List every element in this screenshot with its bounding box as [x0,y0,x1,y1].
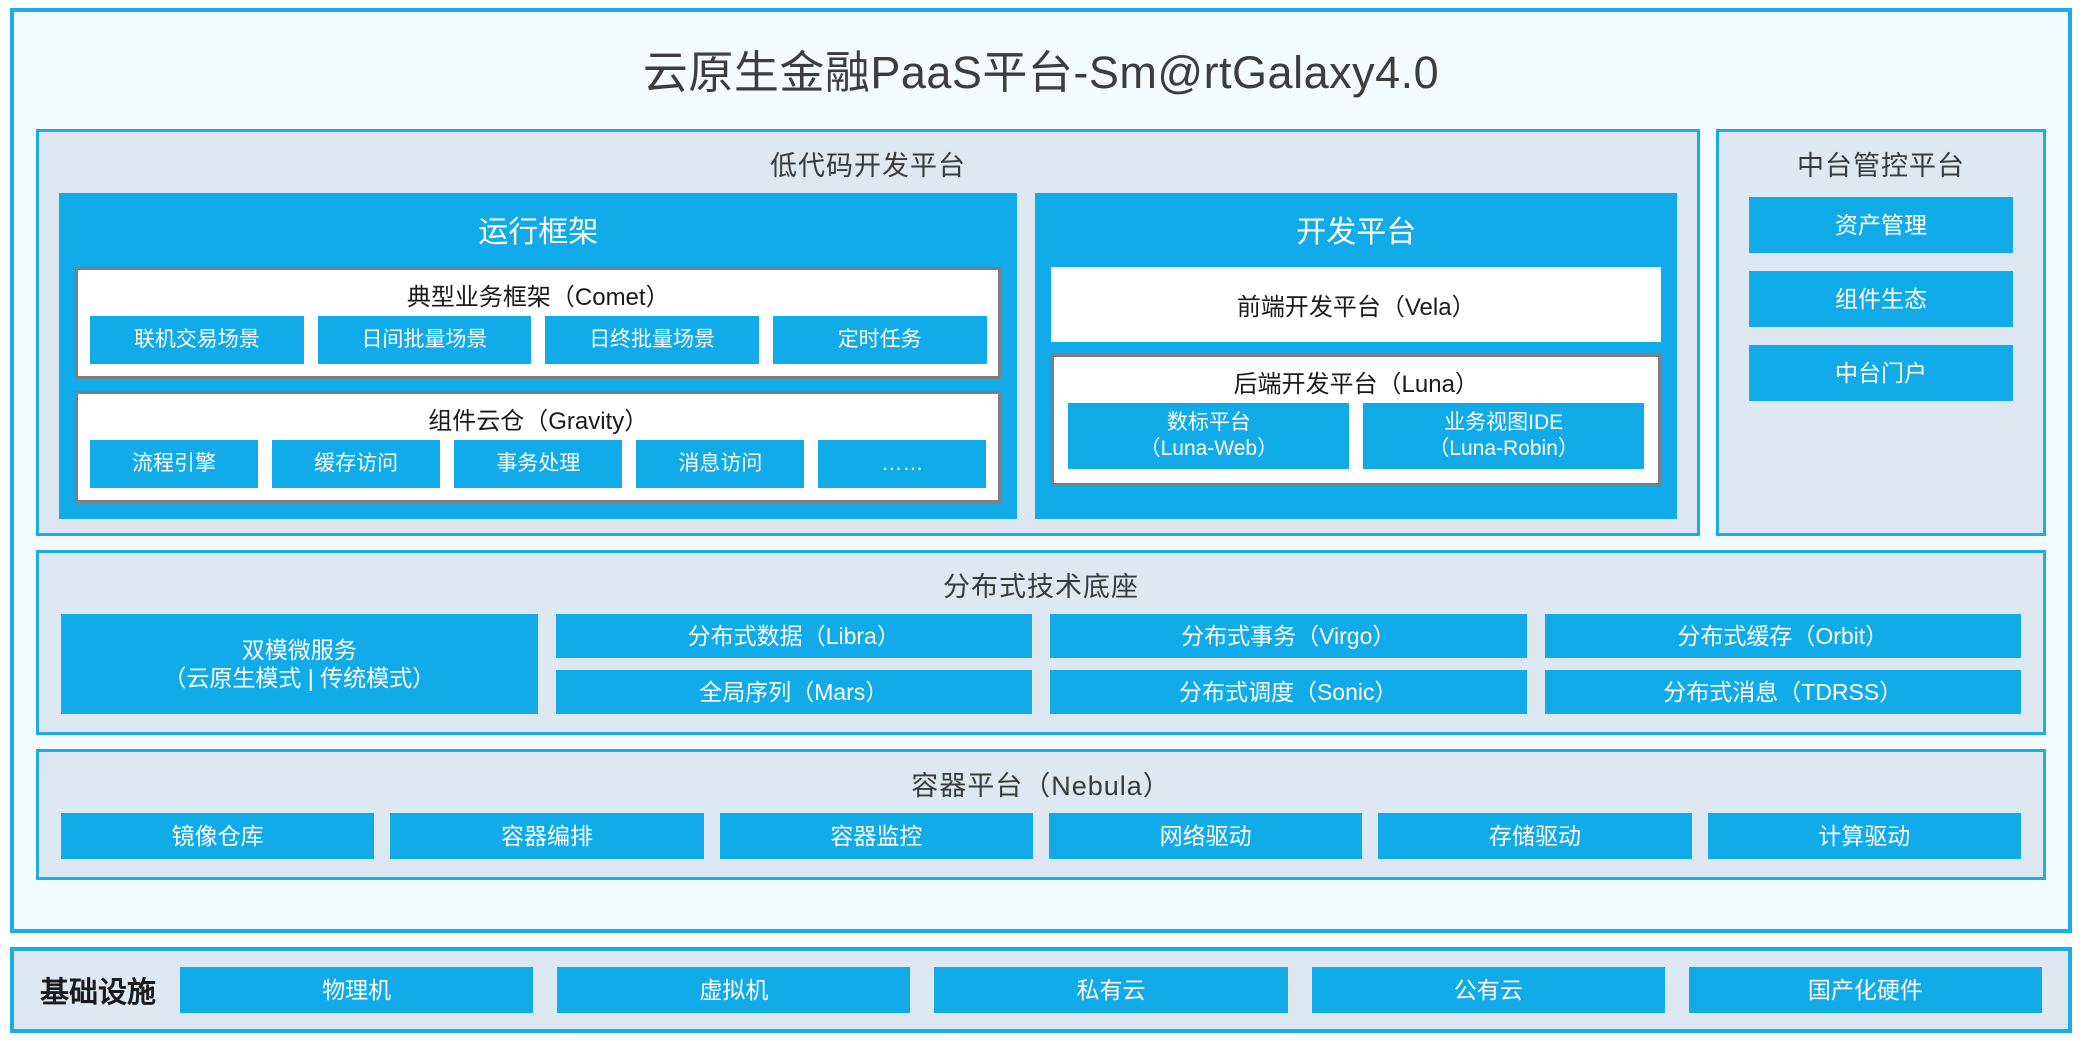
distributed-item-orbit[interactable]: 分布式缓存（Orbit） [1544,614,2021,658]
luna-item-web-line2: （Luna-Web） [1139,437,1279,460]
luna-item-web[interactable]: 数标平台 （Luna-Web） [1068,403,1350,469]
comet-item[interactable]: 日终批量场景 [545,316,759,364]
section-lowcode-platform: 低代码开发平台 运行框架 典型业务框架（Comet） 联机交易场景 日间批量场景… [36,129,1700,536]
infrastructure-item-private-cloud[interactable]: 私有云 [934,967,1288,1013]
comet-item-list: 联机交易场景 日间批量场景 日终批量场景 定时任务 [78,316,998,376]
comet-item[interactable]: 日间批量场景 [317,316,532,364]
gravity-item-list: 流程引擎 缓存访问 事务处理 消息访问 …… [78,440,998,500]
container-item-image-repo[interactable]: 镜像仓库 [61,813,375,859]
infrastructure-item-list: 物理机 虚拟机 私有云 公有云 国产化硬件 [180,967,2043,1013]
dual-mode-line1: 双模微服务 [241,636,357,663]
distributed-item-libra[interactable]: 分布式数据（Libra） [555,614,1032,658]
gravity-item[interactable]: 流程引擎 [90,440,259,488]
group-dev-platform: 开发平台 前端开发平台（Vela） 后端开发平台（Luna） 数标平台 （Lun… [1035,193,1677,519]
infrastructure-item-virtual[interactable]: 虚拟机 [557,967,911,1013]
distributed-dual-mode-wrap: 双模微服务 （云原生模式 | 传统模式） [61,614,538,714]
panel-comet: 典型业务框架（Comet） 联机交易场景 日间批量场景 日终批量场景 定时任务 [75,267,1002,379]
panel-title-luna: 后端开发平台（Luna） [1233,371,1479,398]
gravity-item-more[interactable]: …… [818,440,987,488]
dual-mode-line2: （云原生模式 | 传统模式） [163,665,436,691]
gravity-item[interactable]: 事务处理 [454,440,623,488]
comet-item[interactable]: 联机交易场景 [90,316,304,364]
midplatform-item-asset[interactable]: 资产管理 [1749,197,2013,253]
panel-gravity: 组件云仓（Gravity） 流程引擎 缓存访问 事务处理 消息访问 …… [75,391,1002,503]
distributed-column-2: 分布式事务（Virgo） 分布式调度（Sonic） [1050,614,1527,714]
distributed-item-sonic[interactable]: 分布式调度（Sonic） [1050,670,1527,714]
midplatform-item-portal[interactable]: 中台门户 [1749,345,2013,401]
infrastructure-item-domestic-hardware[interactable]: 国产化硬件 [1688,967,2043,1013]
group-title-dev-platform: 开发平台 [1296,216,1417,249]
section-title-midplatform: 中台管控平台 [1797,151,1965,181]
panel-luna: 后端开发平台（Luna） 数标平台 （Luna-Web） 业务视图IDE （Lu… [1051,354,1661,486]
panel-title-gravity: 组件云仓（Gravity） [428,408,649,435]
comet-item[interactable]: 定时任务 [772,316,987,364]
luna-item-list: 数标平台 （Luna-Web） 业务视图IDE （Luna-Robin） [1054,403,1658,483]
midplatform-item-list: 资产管理 组件生态 中台门户 [1719,193,2043,401]
row-lowcode-and-midplatform: 低代码开发平台 运行框架 典型业务框架（Comet） 联机交易场景 日间批量场景… [36,129,2046,536]
distributed-item-mars[interactable]: 全局序列（Mars） [555,670,1032,714]
luna-item-robin-line2: （Luna-Robin） [1428,437,1579,460]
group-runtime-framework: 运行框架 典型业务框架（Comet） 联机交易场景 日间批量场景 日终批量场景 … [59,193,1018,519]
luna-item-robin[interactable]: 业务视图IDE （Luna-Robin） [1363,403,1644,469]
midplatform-item-component[interactable]: 组件生态 [1749,271,2013,327]
section-infrastructure: 基础设施 物理机 虚拟机 私有云 公有云 国产化硬件 [10,947,2072,1033]
distributed-item-grid: 双模微服务 （云原生模式 | 传统模式） 分布式数据（Libra） 全局序列（M… [39,614,2043,732]
container-item-compute-driver[interactable]: 计算驱动 [1707,813,2021,859]
section-midplatform: 中台管控平台 资产管理 组件生态 中台门户 [1716,129,2046,536]
section-title-lowcode: 低代码开发平台 [770,151,966,181]
section-title-distributed: 分布式技术底座 [943,572,1139,602]
infrastructure-item-physical[interactable]: 物理机 [180,967,534,1013]
gravity-item[interactable]: 消息访问 [636,440,805,488]
panel-vela[interactable]: 前端开发平台（Vela） [1051,267,1661,342]
container-item-orchestration[interactable]: 容器编排 [390,813,704,859]
container-item-monitoring[interactable]: 容器监控 [719,813,1033,859]
luna-item-robin-line1: 业务视图IDE [1444,411,1564,435]
distributed-item-virgo[interactable]: 分布式事务（Virgo） [1050,614,1527,658]
distributed-item-tdrss[interactable]: 分布式消息（TDRSS） [1544,670,2021,714]
container-item-storage-driver[interactable]: 存储驱动 [1378,813,1692,859]
section-distributed-base: 分布式技术底座 双模微服务 （云原生模式 | 传统模式） 分布式数据（Libra… [36,550,2046,735]
section-container-platform: 容器平台（Nebula） 镜像仓库 容器编排 容器监控 网络驱动 存储驱动 计算… [36,749,2046,880]
page-title: 云原生金融PaaS平台-Sm@rtGalaxy4.0 [642,47,1440,98]
infrastructure-item-public-cloud[interactable]: 公有云 [1311,967,1665,1013]
section-title-container: 容器平台（Nebula） [911,771,1171,801]
gravity-item[interactable]: 缓存访问 [272,440,441,488]
distributed-column-1: 分布式数据（Libra） 全局序列（Mars） [555,614,1032,714]
group-title-runtime: 运行框架 [478,216,599,249]
container-item-network-driver[interactable]: 网络驱动 [1048,813,1363,859]
infrastructure-label: 基础设施 [40,977,157,1009]
container-item-list: 镜像仓库 容器编排 容器监控 网络驱动 存储驱动 计算驱动 [39,813,2043,877]
distributed-item-dual-mode[interactable]: 双模微服务 （云原生模式 | 传统模式） [61,614,538,714]
luna-item-web-line1: 数标平台 [1166,411,1251,435]
platform-architecture-card: 云原生金融PaaS平台-Sm@rtGalaxy4.0 低代码开发平台 运行框架 … [10,8,2072,933]
distributed-column-3: 分布式缓存（Orbit） 分布式消息（TDRSS） [1544,614,2021,714]
panel-title-comet: 典型业务框架（Comet） [406,284,670,311]
